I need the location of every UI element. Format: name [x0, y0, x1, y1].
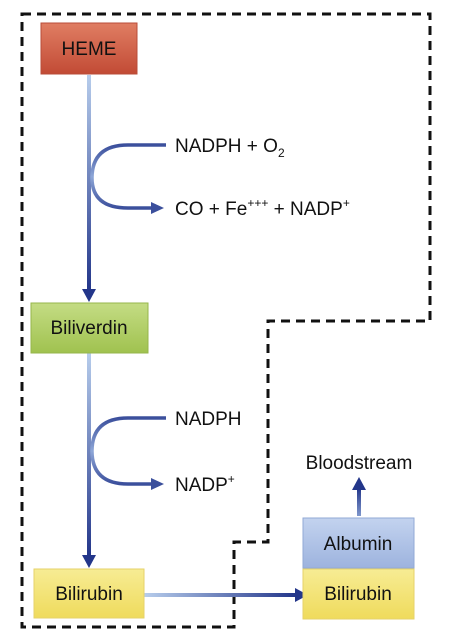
arrow-head [352, 477, 366, 490]
bilirubin-transport-arrow [144, 593, 296, 597]
reaction2-output-sup: + [228, 472, 235, 486]
biliverdin-box [30, 302, 149, 354]
reaction1-input-subscript: 2 [278, 146, 285, 160]
arrow-head [82, 289, 96, 302]
reaction1-output-part2: + NADP [268, 199, 342, 220]
reaction2-output-main: NADP [175, 475, 228, 496]
reaction1-input-main: NADPH + O [175, 136, 278, 157]
bilirubin-box-right [302, 568, 415, 620]
reaction1-output-sup1: +++ [247, 196, 268, 210]
cell-boundary-dashed [20, 12, 432, 629]
reaction1-output-label: CO + Fe+++ + NADP+ [175, 196, 350, 220]
reaction2-input-label: NADPH [175, 409, 242, 430]
reaction1-output-sup2: + [343, 196, 350, 210]
bilirubin-box-left [33, 568, 145, 619]
curved-reaction-arrow [90, 143, 166, 210]
reaction1-input-label: NADPH + O2 [175, 136, 285, 160]
reaction1-output-part1: CO + Fe [175, 199, 247, 220]
heme-label: HEME [62, 39, 117, 60]
bilirubin-right-label: Bilirubin [324, 584, 392, 605]
heme-to-biliverdin-arrow [87, 75, 91, 290]
albumin-to-bloodstream-arrow [357, 488, 361, 516]
arrow-head [151, 202, 164, 214]
biliverdin-label: Biliverdin [50, 318, 127, 339]
heme-box [40, 22, 138, 75]
arrow-head [82, 555, 96, 568]
bloodstream-label: Bloodstream [306, 453, 413, 474]
biliverdin-to-bilirubin-arrow [87, 353, 91, 556]
albumin-box [302, 517, 415, 569]
arrow-head [295, 588, 308, 602]
reaction2-output-label: NADP+ [175, 472, 235, 496]
arrow-head [151, 478, 164, 490]
curved-reaction-arrow [90, 416, 166, 486]
albumin-label: Albumin [324, 534, 393, 555]
bilirubin-left-label: Bilirubin [55, 584, 123, 605]
